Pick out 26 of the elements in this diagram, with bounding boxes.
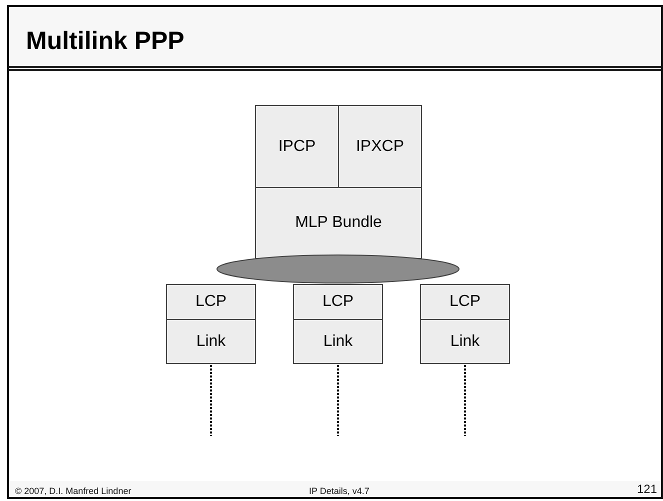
copyright-text: © 2007, D.I. Manfred Lindner xyxy=(15,486,132,496)
protocol-box xyxy=(420,319,510,364)
slide-title: Multilink PPP xyxy=(26,27,184,56)
bundle-ellipse xyxy=(216,254,460,284)
protocol-box xyxy=(420,284,510,320)
dotted-line xyxy=(464,365,466,436)
protocol-box xyxy=(293,284,383,320)
box-label: IPCP xyxy=(278,138,316,156)
box-label: LCP xyxy=(195,293,227,311)
box-label: LCP xyxy=(449,293,481,311)
dotted-line xyxy=(337,365,339,436)
box-label: Link xyxy=(323,332,353,350)
protocol-box xyxy=(166,284,256,320)
box-label: Link xyxy=(196,332,226,350)
protocol-box xyxy=(293,319,383,364)
box-label: LCP xyxy=(322,293,354,311)
version-text: IP Details, v4.7 xyxy=(309,486,370,496)
box-label: MLP Bundle xyxy=(295,214,382,232)
protocol-box xyxy=(255,187,422,259)
page-number: 121 xyxy=(636,482,657,496)
box-label: Link xyxy=(450,332,480,350)
box-label: IPXCP xyxy=(356,138,404,156)
protocol-box xyxy=(166,319,256,364)
protocol-box xyxy=(255,105,339,188)
protocol-box xyxy=(338,105,422,188)
dotted-line xyxy=(210,365,212,436)
